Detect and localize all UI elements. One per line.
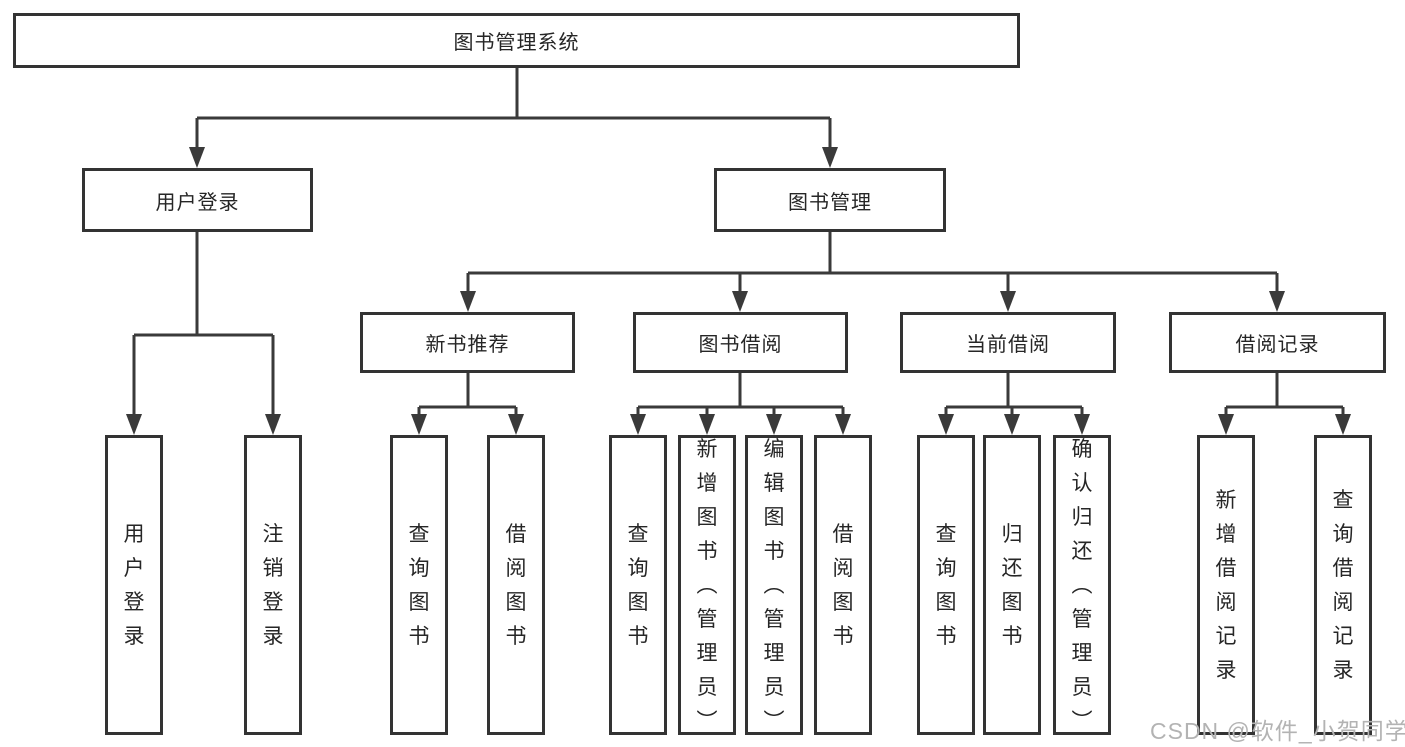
leaf-query-books-current: 查询图书: [917, 435, 975, 735]
leaf-borrow-books-recommend: 借阅图书: [487, 435, 545, 735]
leaf-add-books-admin: 新增图书︵管理员︶: [678, 435, 736, 735]
node-book-borrowing: 图书借阅: [633, 312, 848, 373]
watermark: CSDN @软件_小贺同学: [1150, 718, 1405, 744]
node-book-management: 图书管理: [714, 168, 946, 232]
leaf-borrow-books-borrowing: 借阅图书: [814, 435, 872, 735]
leaf-query-books-recommend: 查询图书: [390, 435, 448, 735]
leaf-query-borrow-record: 查询借阅记录: [1314, 435, 1372, 735]
leaf-query-books-borrowing: 查询图书: [609, 435, 667, 735]
node-current-borrowing: 当前借阅: [900, 312, 1116, 373]
leaf-logout: 注销登录: [244, 435, 302, 735]
leaf-edit-books-admin: 编辑图书︵管理员︶: [745, 435, 803, 735]
node-borrowing-records: 借阅记录: [1169, 312, 1386, 373]
node-new-book-recommend: 新书推荐: [360, 312, 575, 373]
leaf-return-books: 归还图书: [983, 435, 1041, 735]
node-library-management-system: 图书管理系统: [13, 13, 1020, 68]
node-user-login: 用户登录: [82, 168, 313, 232]
leaf-user-login: 用户登录: [105, 435, 163, 735]
leaf-confirm-return-admin: 确认归还︵管理员︶: [1053, 435, 1111, 735]
leaf-add-borrow-record: 新增借阅记录: [1197, 435, 1255, 735]
